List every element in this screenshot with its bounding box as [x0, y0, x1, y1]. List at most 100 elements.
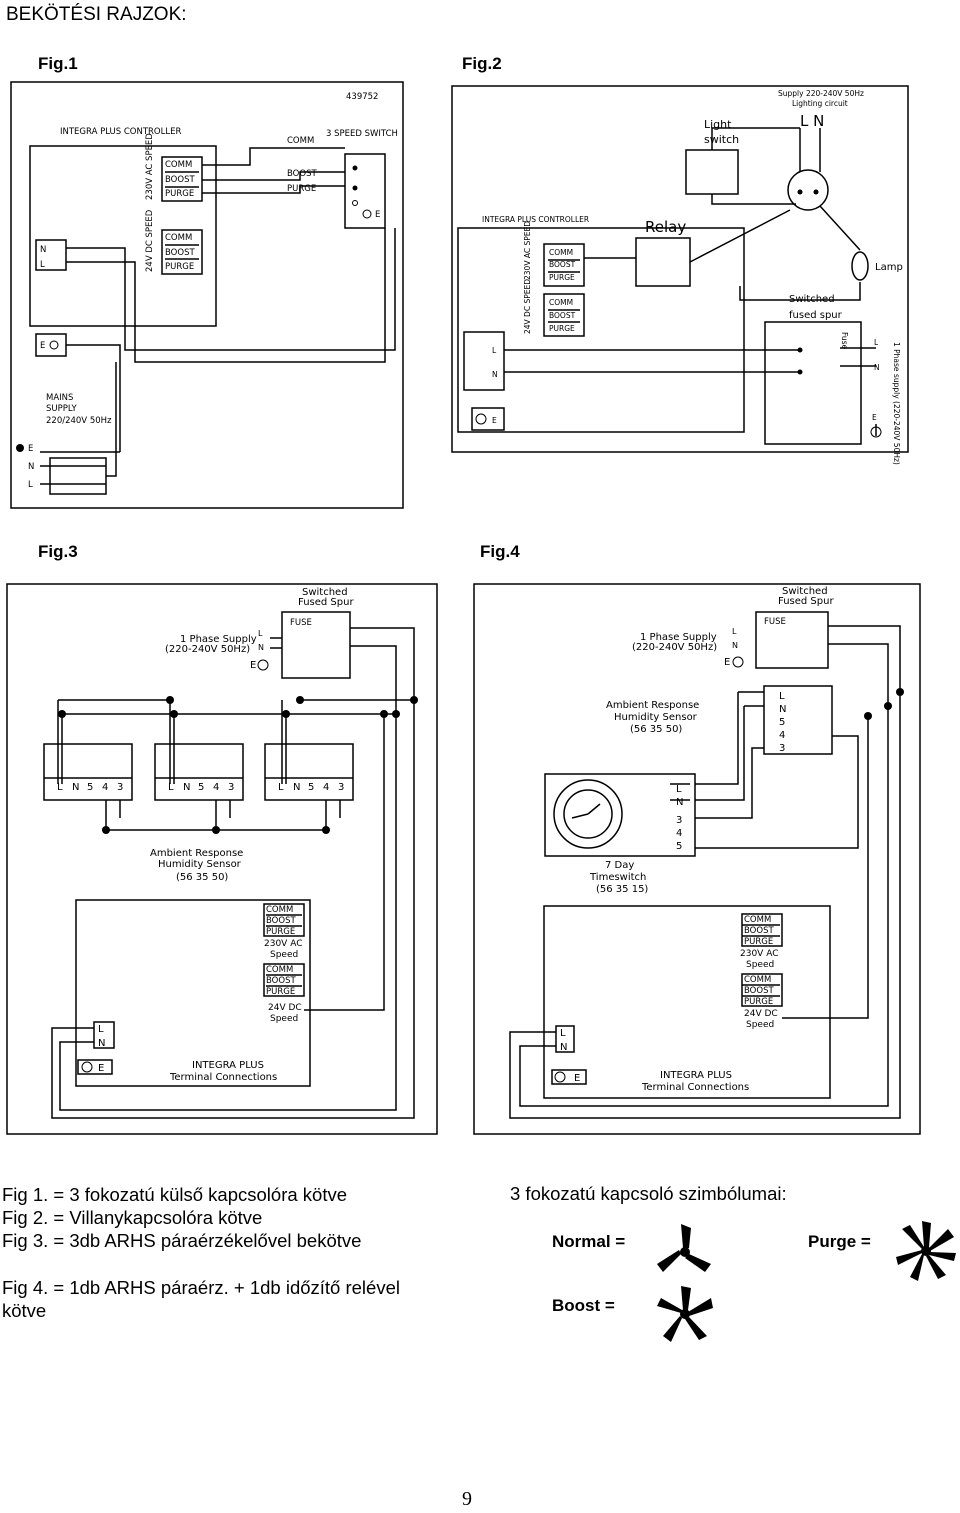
svg-text:(56 35 50): (56 35 50): [630, 724, 682, 735]
svg-text:Ambient Response: Ambient Response: [150, 848, 243, 859]
svg-text:Lamp: Lamp: [875, 262, 903, 273]
svg-text:L: L: [874, 338, 879, 347]
svg-text:Terminal Connections: Terminal Connections: [641, 1082, 749, 1093]
svg-text:PURGE: PURGE: [165, 262, 194, 272]
svg-text:N: N: [28, 462, 34, 472]
svg-text:Speed: Speed: [270, 950, 298, 960]
svg-text:L: L: [560, 1028, 566, 1039]
svg-text:5: 5: [308, 782, 314, 793]
svg-text:Ambient Response: Ambient Response: [606, 700, 699, 711]
svg-text:L: L: [779, 691, 785, 702]
svg-text:24V DC: 24V DC: [744, 1009, 778, 1019]
svg-text:(56 35 50): (56 35 50): [176, 872, 228, 883]
caption-fig1: Fig 1. = 3 fokozatú külső kapcsolóra köt…: [2, 1184, 348, 1205]
svg-text:L: L: [676, 784, 682, 795]
svg-text:N: N: [72, 782, 79, 793]
svg-text:L: L: [40, 260, 45, 270]
svg-text:230V AC: 230V AC: [740, 949, 778, 959]
svg-text:Fused Spur: Fused Spur: [778, 596, 834, 607]
svg-text:Switched: Switched: [302, 587, 348, 598]
svg-text:Switched: Switched: [789, 294, 835, 305]
svg-text:E: E: [28, 444, 33, 454]
svg-text:INTEGRA PLUS: INTEGRA PLUS: [660, 1070, 732, 1081]
symbol-purge-label: Purge =: [808, 1232, 871, 1251]
svg-text:SUPPLY: SUPPLY: [46, 404, 77, 414]
svg-text:Relay: Relay: [645, 218, 686, 236]
svg-text:Switched: Switched: [782, 586, 828, 597]
svg-text:switch: switch: [704, 133, 739, 146]
svg-text:4: 4: [779, 730, 785, 741]
svg-text:BOOST: BOOST: [287, 169, 317, 179]
fan-normal-icon: [657, 1224, 711, 1272]
svg-text:PURGE: PURGE: [266, 987, 295, 997]
svg-text:3: 3: [338, 782, 344, 793]
svg-text:PURGE: PURGE: [744, 937, 773, 947]
svg-text:Light: Light: [704, 118, 732, 131]
svg-text:1 Phase supply (220-240V 50Hz): 1 Phase supply (220-240V 50Hz): [892, 342, 901, 465]
page-number: 9: [462, 1488, 472, 1510]
svg-text:E: E: [872, 413, 877, 422]
svg-text:E: E: [724, 657, 730, 668]
svg-text:Timeswitch: Timeswitch: [589, 872, 646, 883]
fig1-label: Fig.1: [38, 54, 78, 73]
fan-purge-icon: [896, 1221, 956, 1281]
svg-text:E: E: [98, 1063, 104, 1074]
svg-text:MAINS: MAINS: [46, 393, 73, 403]
svg-text:Fused Spur: Fused Spur: [298, 597, 354, 608]
svg-text:COMM: COMM: [266, 965, 293, 975]
svg-text:COMM: COMM: [549, 248, 573, 257]
svg-text:3: 3: [117, 782, 123, 793]
svg-text:L: L: [732, 627, 737, 636]
svg-text:COMM: COMM: [165, 233, 192, 243]
svg-text:Speed: Speed: [746, 1020, 774, 1030]
page-heading: BEKÖTÉSI RAJZOK:: [6, 4, 187, 25]
svg-text:PURGE: PURGE: [549, 324, 575, 333]
svg-text:PURGE: PURGE: [165, 189, 194, 199]
svg-text:230V AC SPEED: 230V AC SPEED: [523, 221, 532, 280]
svg-text:Lighting circuit: Lighting circuit: [792, 99, 848, 108]
svg-text:N: N: [293, 782, 300, 793]
svg-text:3: 3: [228, 782, 234, 793]
svg-text:3: 3: [779, 743, 785, 754]
svg-text:N: N: [732, 641, 738, 650]
svg-text:4: 4: [213, 782, 219, 793]
svg-text:L: L: [492, 346, 497, 355]
svg-text:3: 3: [676, 815, 682, 826]
svg-text:Fuse: Fuse: [840, 332, 849, 350]
caption-fig4-line2: kötve: [2, 1300, 47, 1321]
svg-text:24V DC: 24V DC: [268, 1003, 302, 1013]
svg-text:E: E: [492, 416, 497, 425]
svg-text:N: N: [183, 782, 190, 793]
svg-text:L: L: [278, 782, 284, 793]
svg-text:Humidity Sensor: Humidity Sensor: [158, 859, 242, 870]
svg-text:3 SPEED SWITCH: 3 SPEED SWITCH: [326, 129, 398, 139]
svg-text:N: N: [676, 797, 683, 808]
svg-text:L: L: [258, 629, 263, 638]
svg-text:BOOST: BOOST: [266, 916, 296, 926]
svg-text:1 Phase Supply: 1 Phase Supply: [640, 632, 717, 643]
svg-text:Speed: Speed: [746, 960, 774, 970]
svg-text:COMM: COMM: [165, 160, 192, 170]
svg-text:COMM: COMM: [549, 298, 573, 307]
svg-text:N: N: [560, 1042, 567, 1053]
svg-text:COMM: COMM: [744, 975, 771, 985]
svg-text:N: N: [779, 704, 786, 715]
svg-text:5: 5: [87, 782, 93, 793]
svg-text:Terminal Connections: Terminal Connections: [169, 1072, 277, 1083]
svg-text:L: L: [57, 782, 63, 793]
svg-text:Speed: Speed: [270, 1014, 298, 1024]
svg-text:PURGE: PURGE: [266, 927, 295, 937]
svg-text:E: E: [574, 1073, 580, 1084]
svg-text:BOOST: BOOST: [744, 986, 774, 996]
svg-text:L: L: [98, 1024, 104, 1035]
svg-text:220/240V 50Hz: 220/240V 50Hz: [46, 416, 112, 426]
svg-text:PURGE: PURGE: [287, 184, 316, 194]
svg-text:PURGE: PURGE: [744, 997, 773, 1007]
svg-text:N: N: [874, 363, 880, 372]
svg-text:COMM: COMM: [266, 905, 293, 915]
fig4-label: Fig.4: [480, 542, 520, 561]
svg-text:5: 5: [676, 841, 682, 852]
svg-text:BOOST: BOOST: [744, 926, 774, 936]
